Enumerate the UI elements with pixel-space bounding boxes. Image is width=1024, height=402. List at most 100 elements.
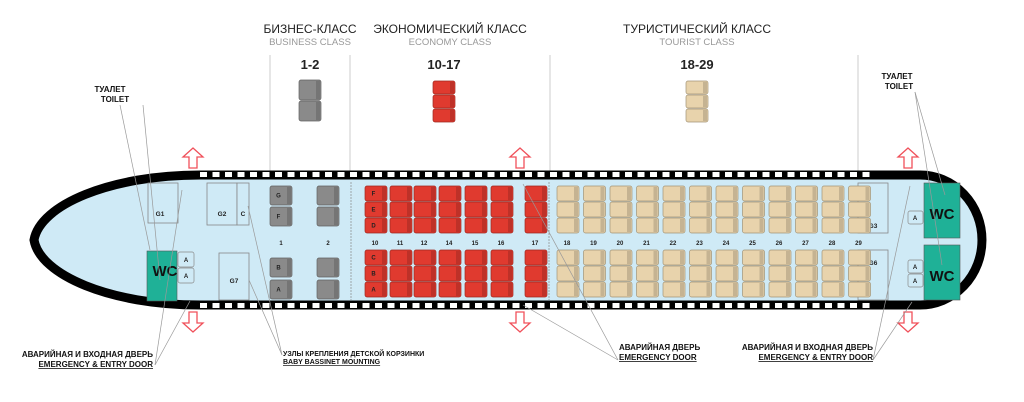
seat-21C[interactable] — [636, 249, 659, 266]
seat-28D[interactable] — [821, 217, 845, 234]
seat-20A[interactable] — [609, 281, 633, 298]
seat-28F[interactable] — [821, 185, 845, 202]
seat-16B[interactable] — [490, 265, 514, 282]
seat-11B[interactable] — [389, 265, 413, 282]
seat-20F[interactable] — [609, 185, 633, 202]
seat-12A[interactable] — [413, 281, 437, 298]
seat-20C[interactable] — [609, 249, 633, 266]
seat-19E[interactable] — [583, 201, 606, 218]
seat-16E[interactable] — [490, 201, 514, 218]
seat-24C[interactable] — [715, 249, 739, 266]
seat-17E[interactable] — [524, 201, 548, 218]
seat-18B[interactable] — [556, 265, 580, 282]
seat-23C[interactable] — [689, 249, 712, 266]
seat-12B[interactable] — [413, 265, 437, 282]
seat-15F[interactable] — [464, 185, 488, 202]
seat-10D[interactable]: D — [364, 217, 388, 234]
seat-22F[interactable] — [662, 185, 686, 202]
seat-14A[interactable] — [438, 281, 462, 298]
seat-29A[interactable] — [848, 281, 871, 298]
seat-12F[interactable] — [413, 185, 437, 202]
seat-19F[interactable] — [583, 185, 606, 202]
seat-1B[interactable]: B — [269, 257, 293, 278]
seat-15E[interactable] — [464, 201, 488, 218]
seat-28B[interactable] — [821, 265, 845, 282]
seat-27C[interactable] — [795, 249, 818, 266]
seat-12E[interactable] — [413, 201, 437, 218]
seat-15A[interactable] — [464, 281, 488, 298]
seat-19B[interactable] — [583, 265, 606, 282]
seat-11E[interactable] — [389, 201, 413, 218]
seat-16C[interactable] — [490, 249, 514, 266]
seat-18A[interactable] — [556, 281, 580, 298]
seat-2G[interactable] — [316, 185, 340, 206]
seat-1F[interactable]: F — [269, 206, 293, 227]
seat-11A[interactable] — [389, 281, 413, 298]
seat-14D[interactable] — [438, 217, 462, 234]
seat-17A[interactable] — [524, 281, 548, 298]
seat-22C[interactable] — [662, 249, 686, 266]
seat-10C[interactable]: C — [364, 249, 388, 266]
legend-seat-tourist[interactable] — [685, 80, 709, 95]
seat-25D[interactable] — [742, 217, 765, 234]
seat-19A[interactable] — [583, 281, 606, 298]
seat-28A[interactable] — [821, 281, 845, 298]
seat-20D[interactable] — [609, 217, 633, 234]
seat-26B[interactable] — [768, 265, 792, 282]
legend-seat-tourist[interactable] — [685, 94, 709, 109]
seat-24A[interactable] — [715, 281, 739, 298]
seat-26C[interactable] — [768, 249, 792, 266]
seat-16A[interactable] — [490, 281, 514, 298]
legend-seat-tourist[interactable] — [685, 108, 709, 123]
seat-29C[interactable] — [848, 249, 871, 266]
seat-26E[interactable] — [768, 201, 792, 218]
seat-18F[interactable] — [556, 185, 580, 202]
seat-21A[interactable] — [636, 281, 659, 298]
seat-15C[interactable] — [464, 249, 488, 266]
seat-25C[interactable] — [742, 249, 765, 266]
seat-18E[interactable] — [556, 201, 580, 218]
seat-16D[interactable] — [490, 217, 514, 234]
seat-29B[interactable] — [848, 265, 871, 282]
seat-28E[interactable] — [821, 201, 845, 218]
seat-11F[interactable] — [389, 185, 413, 202]
seat-29F[interactable] — [848, 185, 871, 202]
seat-15D[interactable] — [464, 217, 488, 234]
seat-28C[interactable] — [821, 249, 845, 266]
seat-23F[interactable] — [689, 185, 712, 202]
seat-24E[interactable] — [715, 201, 739, 218]
seat-14B[interactable] — [438, 265, 462, 282]
seat-21B[interactable] — [636, 265, 659, 282]
seat-24D[interactable] — [715, 217, 739, 234]
seat-2A[interactable] — [316, 279, 340, 300]
seat-2F[interactable] — [316, 206, 340, 227]
legend-seat-business[interactable] — [298, 79, 322, 101]
seat-27D[interactable] — [795, 217, 818, 234]
seat-26F[interactable] — [768, 185, 792, 202]
seat-21E[interactable] — [636, 201, 659, 218]
seat-15B[interactable] — [464, 265, 488, 282]
seat-29E[interactable] — [848, 201, 871, 218]
seat-2B[interactable] — [316, 257, 340, 278]
seat-25B[interactable] — [742, 265, 765, 282]
legend-seat-economy[interactable] — [432, 94, 456, 109]
seat-17C[interactable] — [524, 249, 548, 266]
seat-29D[interactable] — [848, 217, 871, 234]
seat-27F[interactable] — [795, 185, 818, 202]
legend-seat-economy[interactable] — [432, 80, 456, 95]
legend-seat-economy[interactable] — [432, 108, 456, 123]
seat-11C[interactable] — [389, 249, 413, 266]
seat-10E[interactable]: E — [364, 201, 388, 218]
seat-25A[interactable] — [742, 281, 765, 298]
seat-23D[interactable] — [689, 217, 712, 234]
seat-23E[interactable] — [689, 201, 712, 218]
seat-10A[interactable]: A — [364, 281, 388, 298]
seat-12D[interactable] — [413, 217, 437, 234]
seat-18D[interactable] — [556, 217, 580, 234]
seat-14C[interactable] — [438, 249, 462, 266]
seat-27B[interactable] — [795, 265, 818, 282]
seat-17B[interactable] — [524, 265, 548, 282]
seat-22D[interactable] — [662, 217, 686, 234]
legend-seat-business[interactable] — [298, 100, 322, 122]
seat-24B[interactable] — [715, 265, 739, 282]
